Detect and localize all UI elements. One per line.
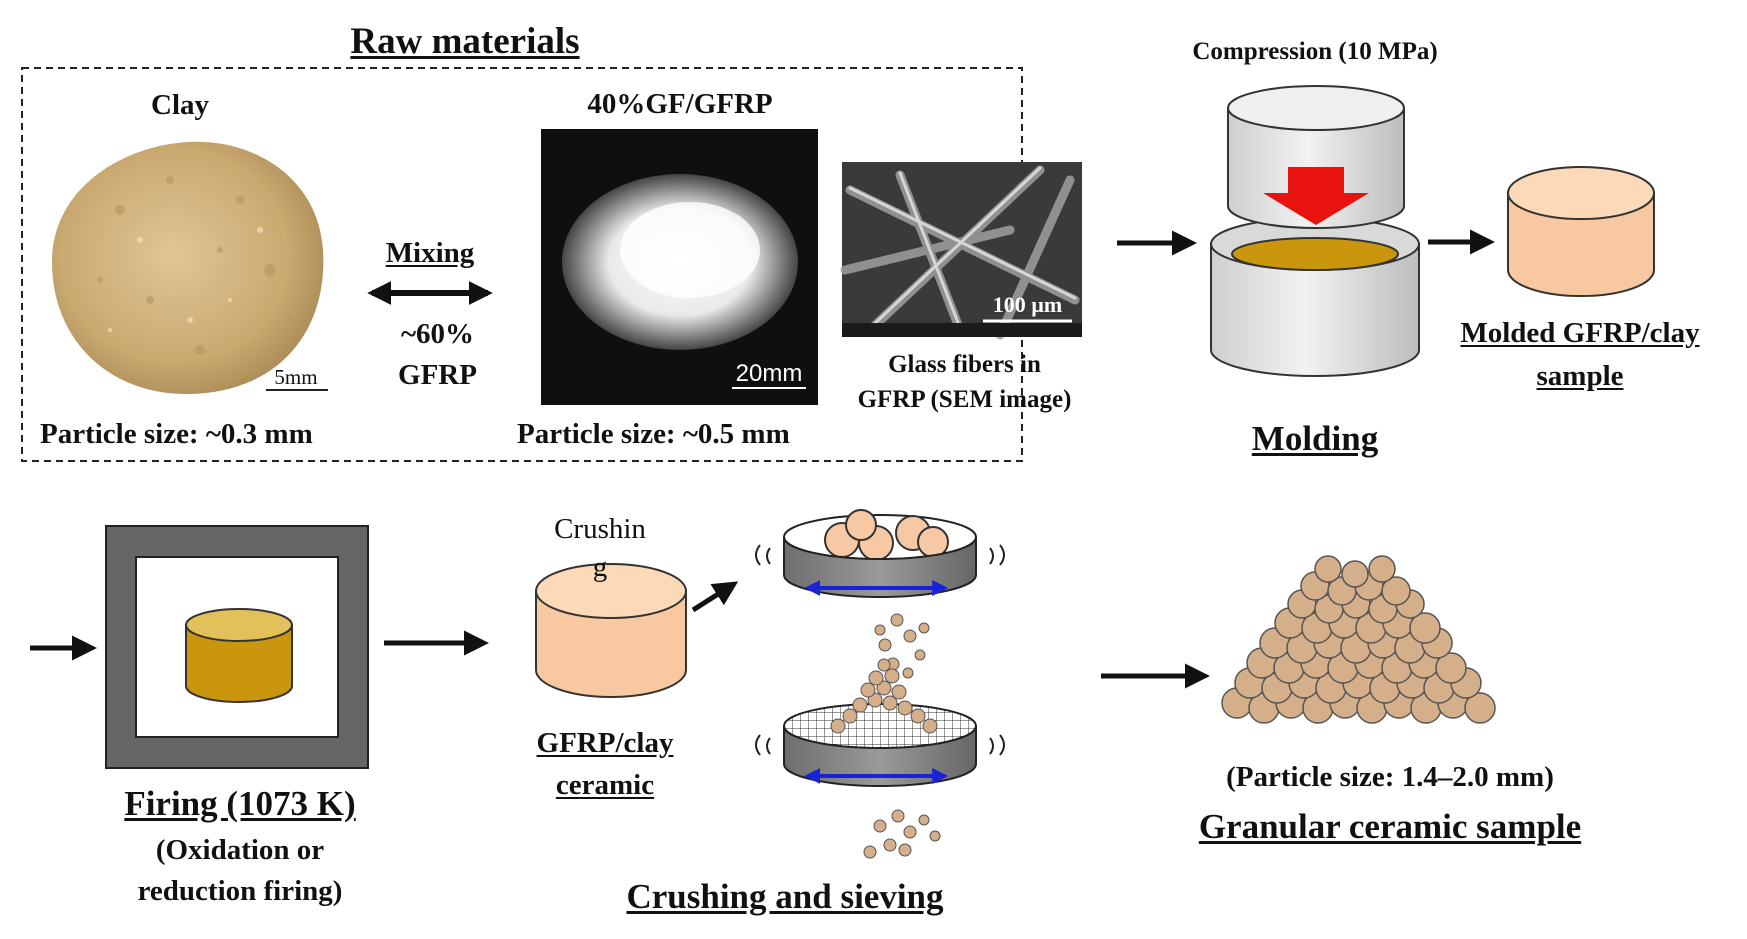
furnace	[105, 525, 369, 769]
molded-sample-line1: Molded GFRP/clay	[1460, 317, 1700, 349]
falling-particles	[874, 613, 930, 679]
granule	[1435, 652, 1467, 684]
granular-pile	[1221, 555, 1496, 724]
mixing-label: Mixing	[385, 237, 475, 269]
granular-title: Granular ceramic sample	[1198, 807, 1582, 846]
arrow-to-sieve	[691, 581, 739, 613]
sem-caption-line1: Glass fibers in	[888, 351, 1041, 378]
granule	[1368, 555, 1396, 583]
crushing-sieving-title: Crushing and sieving	[626, 877, 944, 916]
ceramic-cylinder	[535, 563, 687, 698]
gfrp-particle-size: Particle size: ~0.5 mm	[517, 418, 790, 450]
raw-materials-title: Raw materials	[350, 21, 580, 62]
firing-title: Firing (1073 K)	[124, 784, 356, 823]
clay-photo	[52, 141, 324, 395]
granule	[1341, 560, 1369, 588]
gfrp-scale-label: 20mm	[735, 360, 803, 387]
molded-sample-line2: sample	[1536, 360, 1624, 392]
top-sieve	[755, 509, 1005, 598]
sem-scale-label: 100 µm	[992, 292, 1063, 317]
gfrp-label: 40%GF/GFRP	[587, 88, 773, 120]
compression-label: Compression (10 MPa)	[1192, 38, 1438, 65]
granule	[1464, 692, 1496, 724]
firing-sub-line1: (Oxidation or	[155, 834, 325, 866]
clay-label: Clay	[151, 89, 209, 121]
granule	[1314, 555, 1342, 583]
ceramic-label-line1: GFRP/clay	[536, 727, 674, 759]
crushing-label-line1: Crushin	[554, 513, 646, 545]
molded-sample-cylinder	[1507, 166, 1655, 297]
granular-particle-size: (Particle size: 1.4–2.0 mm)	[1226, 761, 1554, 793]
molding-title: Molding	[1251, 419, 1379, 458]
mixing-ratio-material: GFRP	[398, 359, 477, 391]
crushing-label-line2: g	[592, 551, 608, 583]
firing-sub-line2: reduction firing)	[137, 875, 343, 907]
sieved-particles	[863, 809, 941, 859]
granule	[1381, 576, 1411, 606]
gfrp-powder-photo	[541, 129, 818, 405]
mixing-ratio: ~60%	[400, 318, 475, 350]
clay-particle-size: Particle size: ~0.3 mm	[40, 418, 313, 450]
clay-scale-label: 5mm	[274, 365, 318, 389]
sem-caption-line2: GFRP (SEM image)	[857, 386, 1072, 413]
mold-press	[1210, 85, 1420, 377]
sem-image	[840, 162, 1082, 340]
granule	[1409, 612, 1441, 644]
ceramic-label-line2: ceramic	[555, 769, 655, 801]
bottom-sieve	[755, 658, 1005, 787]
